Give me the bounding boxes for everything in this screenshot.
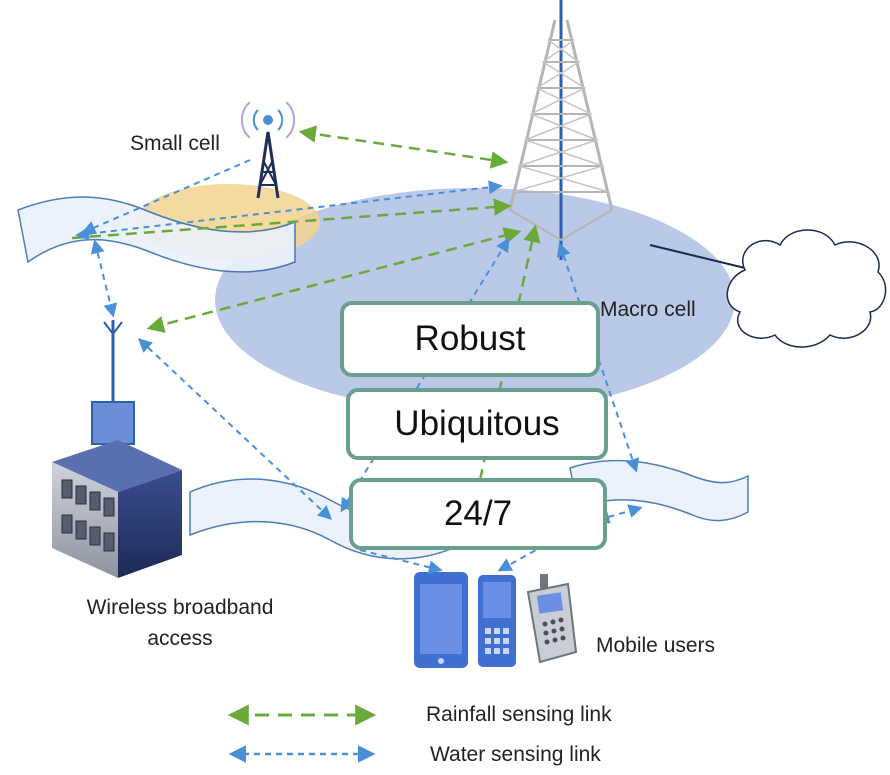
small-cell-label: Small cell bbox=[130, 132, 220, 155]
wireless-access-line1: Wireless broadband bbox=[86, 596, 274, 619]
wireless-access-line2: access bbox=[147, 627, 213, 651]
feature-robust: Robust bbox=[340, 301, 600, 377]
wireless-access-label: Wireless broadband access bbox=[70, 595, 290, 651]
feature-ubiquitous: Ubiquitous bbox=[346, 388, 608, 460]
macro-tower-icon bbox=[508, 0, 614, 260]
legend-rainfall-label: Rainfall sensing link bbox=[426, 703, 612, 726]
mobile-users-label: Mobile users bbox=[596, 634, 716, 657]
cloud-icon bbox=[726, 229, 887, 348]
feature-phone-icon bbox=[526, 574, 578, 664]
stream-right bbox=[569, 459, 749, 522]
backhaul-line bbox=[649, 244, 746, 269]
small-cell-tower-icon bbox=[240, 101, 296, 199]
flip-phone-icon bbox=[478, 575, 516, 667]
legend-water-label: Water sensing link bbox=[430, 743, 601, 766]
smartphone-icon bbox=[414, 572, 468, 668]
macro-cell-label: Macro cell bbox=[600, 298, 696, 321]
building-antenna-icon bbox=[52, 320, 182, 578]
feature-24-7: 24/7 bbox=[349, 478, 607, 550]
